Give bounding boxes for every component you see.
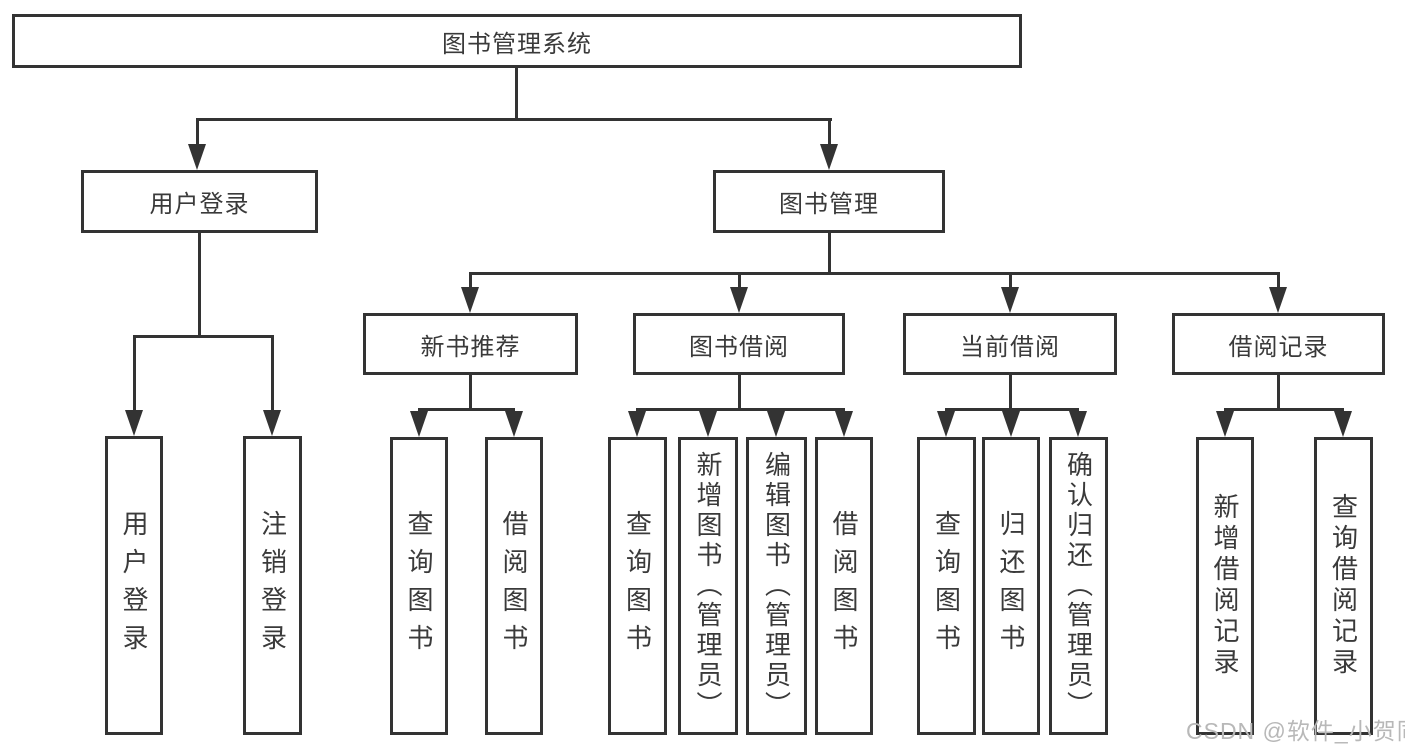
arrowhead-down-icon xyxy=(937,411,955,437)
leaf-query-books-recommend: 查询图书 xyxy=(390,437,448,735)
leaf-query-borrow-record: 查询借阅记录 xyxy=(1314,437,1373,735)
node-book-management-label: 图书管理 xyxy=(779,191,879,218)
leaf-user-login-label: 用户登录 xyxy=(119,509,149,662)
node-current-borrow: 当前借阅 xyxy=(903,313,1117,375)
connector-new-book-bus xyxy=(418,408,515,411)
leaf-add-books-admin-label: 新增图书（管理员） xyxy=(693,451,723,721)
leaf-user-login: 用户登录 xyxy=(105,436,163,735)
arrowhead-down-icon xyxy=(628,411,646,437)
arrowhead-down-icon xyxy=(730,287,748,313)
leaf-query-borrow-record-label: 查询借阅记录 xyxy=(1328,493,1359,679)
connector-current-borrow-bus xyxy=(945,408,1079,411)
connector-level3-bus xyxy=(469,272,1280,275)
leaf-query-books-current: 查询图书 xyxy=(917,437,976,735)
node-new-book-recommend-label: 新书推荐 xyxy=(420,333,521,361)
node-user-login-label: 用户登录 xyxy=(149,191,250,218)
leaf-confirm-return-admin: 确认归还（管理员） xyxy=(1049,437,1108,735)
arrowhead-down-icon xyxy=(835,411,853,437)
leaf-edit-books-admin: 编辑图书（管理员） xyxy=(746,437,807,735)
node-current-borrow-label: 当前借阅 xyxy=(960,333,1060,361)
node-library-system-label: 图书管理系统 xyxy=(442,30,592,58)
node-library-system: 图书管理系统 xyxy=(12,14,1022,68)
node-book-borrow-label: 图书借阅 xyxy=(689,333,789,361)
arrowhead-down-icon xyxy=(1334,411,1352,437)
leaf-confirm-return-admin-label: 确认归还（管理员） xyxy=(1063,451,1094,721)
arrowhead-down-icon xyxy=(505,411,523,437)
arrowhead-down-icon xyxy=(820,144,838,170)
arrowhead-down-icon xyxy=(1216,411,1234,437)
connector-drop-user-login xyxy=(196,121,199,149)
arrowhead-down-icon xyxy=(410,411,428,437)
connector-book-management-stem xyxy=(828,233,831,272)
leaf-query-books-borrow-label: 查询图书 xyxy=(622,510,653,662)
arrowhead-down-icon xyxy=(188,144,206,170)
arrowhead-down-icon xyxy=(767,411,785,437)
node-user-login: 用户登录 xyxy=(81,170,318,233)
connector-book-borrow-stem xyxy=(738,375,741,408)
arrowhead-down-icon xyxy=(699,411,717,437)
arrowhead-down-icon xyxy=(1069,411,1087,437)
leaf-borrow-books-recommend-label: 借阅图书 xyxy=(499,510,529,662)
leaf-query-books-recommend-label: 查询图书 xyxy=(404,510,434,662)
connector-root-stem xyxy=(515,68,518,118)
leaf-borrow-books-label: 借阅图书 xyxy=(829,510,859,662)
connector-drop-current-borrow xyxy=(1009,275,1012,291)
connector-user-login-bus xyxy=(133,335,274,338)
arrowhead-down-icon xyxy=(125,410,143,436)
leaf-edit-books-admin-label: 编辑图书（管理员） xyxy=(761,451,792,721)
connector-level2-bus xyxy=(196,118,832,121)
leaf-logout-label: 注销登录 xyxy=(257,509,288,662)
node-book-borrow: 图书借阅 xyxy=(633,313,845,375)
arrowhead-down-icon xyxy=(263,410,281,436)
connector-new-book-stem xyxy=(469,375,472,408)
leaf-return-books: 归还图书 xyxy=(982,437,1040,735)
leaf-query-books-borrow: 查询图书 xyxy=(608,437,667,735)
node-borrow-records-label: 借阅记录 xyxy=(1228,333,1329,361)
connector-drop-login-leaf xyxy=(133,338,136,414)
connector-user-login-stem xyxy=(198,233,201,335)
connector-current-borrow-stem xyxy=(1009,375,1012,408)
leaf-add-books-admin: 新增图书（管理员） xyxy=(678,437,738,735)
node-borrow-records: 借阅记录 xyxy=(1172,313,1385,375)
connector-drop-logout-leaf xyxy=(271,338,274,414)
connector-borrow-records-stem xyxy=(1277,375,1280,408)
connector-drop-book-borrow xyxy=(738,275,741,291)
arrowhead-down-icon xyxy=(1002,411,1020,437)
connector-book-borrow-bus xyxy=(636,408,845,411)
leaf-add-borrow-record: 新增借阅记录 xyxy=(1196,437,1254,735)
connector-drop-book-management xyxy=(828,121,831,149)
arrowhead-down-icon xyxy=(1001,287,1019,313)
leaf-query-books-current-label: 查询图书 xyxy=(931,510,962,662)
connector-borrow-records-bus xyxy=(1224,408,1344,411)
leaf-borrow-books: 借阅图书 xyxy=(815,437,873,735)
csdn-watermark: CSDN @软件_小贺同学 xyxy=(1186,718,1405,744)
leaf-add-borrow-record-label: 新增借阅记录 xyxy=(1210,493,1240,679)
connector-drop-borrow-records xyxy=(1277,275,1280,291)
arrowhead-down-icon xyxy=(1269,287,1287,313)
node-book-management: 图书管理 xyxy=(713,170,945,233)
leaf-return-books-label: 归还图书 xyxy=(996,510,1026,662)
connector-drop-new-book xyxy=(469,275,472,291)
arrowhead-down-icon xyxy=(461,287,479,313)
leaf-borrow-books-recommend: 借阅图书 xyxy=(485,437,543,735)
leaf-logout: 注销登录 xyxy=(243,436,302,735)
node-new-book-recommend: 新书推荐 xyxy=(363,313,578,375)
